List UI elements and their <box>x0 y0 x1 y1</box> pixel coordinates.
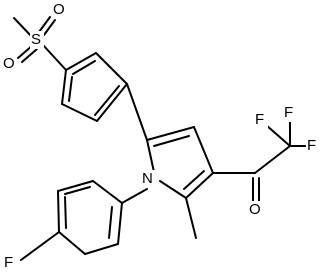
bond-pyrrole-double-lower <box>183 170 205 190</box>
bond-pyrrole-c4-c3 <box>193 126 214 174</box>
nitrogen-label-bg <box>141 170 156 188</box>
fluoro-label-bg <box>3 254 17 272</box>
bond-pyrrole-double-top <box>153 135 190 147</box>
bond-phenyl-bottom-5 <box>57 180 94 192</box>
bond-phenyl-top-1 <box>65 52 97 71</box>
bond-phenyl-top-inner-1 <box>72 60 96 75</box>
oxygen-top-label-bg <box>52 1 67 19</box>
bond-phenyl-top-3 <box>96 83 128 122</box>
trifluoro-right-label-bg <box>306 137 320 155</box>
bond-phenyl-pyrrole <box>126 83 148 141</box>
bond-sulfur-oxygen-left-b <box>21 48 38 63</box>
atom-labels: S O O N F F F F O <box>2 1 320 272</box>
bond-pyrrole-c2-n <box>159 180 187 199</box>
trifluoro-left-label: F <box>255 111 264 128</box>
bond-phenyl-fluoro <box>20 231 60 261</box>
trifluoro-top-label-bg <box>283 104 297 122</box>
bond-ketone-cf3 <box>254 145 291 174</box>
bond-phenyl-bottom-1 <box>117 202 123 245</box>
bond-phenyl-top-2 <box>95 52 128 85</box>
trifluoro-right-label: F <box>307 137 316 154</box>
bond-sulfur-oxygen-top-a <box>38 16 51 33</box>
bond-phenyl-bottom-inner-1 <box>108 206 113 239</box>
bond-pyrrole-c3-c2 <box>185 172 214 199</box>
bond-sulfur-oxygen-top-b <box>43 19 56 36</box>
ketone-oxygen-label: O <box>249 201 261 218</box>
nitrogen-label: N <box>142 170 153 187</box>
oxygen-left-label: O <box>3 55 15 72</box>
bond-phenyl-top-inner-2 <box>94 85 120 116</box>
bond-nitrogen-phenyl <box>121 188 148 204</box>
bond-phenyl-bottom-4 <box>57 190 60 233</box>
bond-pyrrole-methyl <box>185 197 197 239</box>
bond-sulfur-phenyl <box>42 44 67 71</box>
fluoro-label: F <box>4 254 13 271</box>
sulfur-label: S <box>31 31 41 48</box>
bond-phenyl-bottom-3 <box>58 231 86 255</box>
bond-methyl-sulfur <box>13 17 34 39</box>
bond-phenyl-top-4 <box>61 103 98 122</box>
bond-phenyl-top-5 <box>61 69 67 105</box>
bond-phenyl-bottom-6 <box>92 180 123 204</box>
oxygen-left-label-bg <box>2 55 17 73</box>
trifluoro-top-label: F <box>284 104 293 121</box>
bond-cf3-f-left <box>265 124 291 147</box>
oxygen-top-label: O <box>53 1 65 18</box>
bond-pyrrole-c5-c4 <box>146 126 195 141</box>
bond-phenyl-bottom-2 <box>84 243 119 255</box>
bond-pyrrole-n-c5 <box>146 139 155 173</box>
bond-phenyl-bottom-inner-3 <box>64 186 91 195</box>
bonds <box>13 16 310 261</box>
sulfur-label-bg <box>30 31 44 49</box>
ketone-oxygen-label-bg <box>248 201 263 219</box>
trifluoro-left-label-bg <box>254 111 268 129</box>
bond-phenyl-bottom-inner-2 <box>64 196 67 229</box>
bond-phenyl-top-inner-3 <box>68 76 73 102</box>
